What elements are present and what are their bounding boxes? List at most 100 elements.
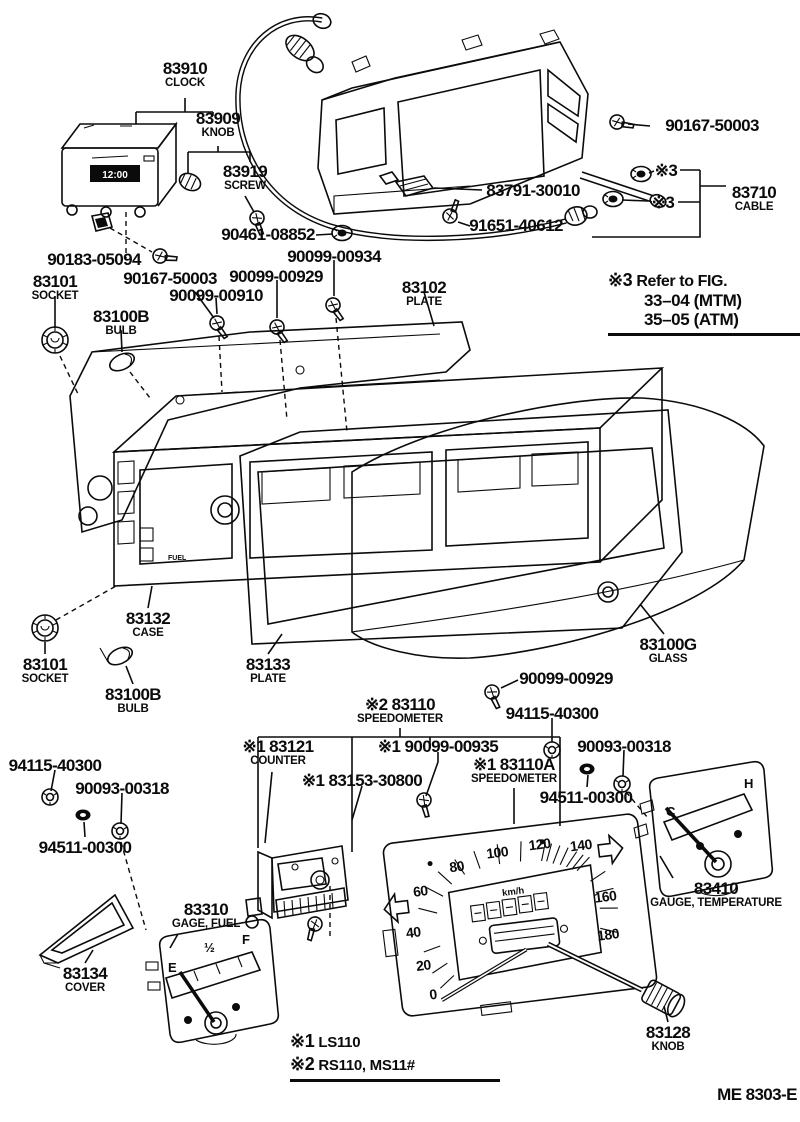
glass-83100g xyxy=(351,397,765,660)
screw-90099-00935-part xyxy=(410,789,441,820)
label-83128-knob-line1: 83128 xyxy=(645,1023,691,1042)
label-90093-00318-r: 90093-00318 xyxy=(577,738,671,756)
label-83909-knob-line2: KNOB xyxy=(201,126,235,139)
label-90099-00910: 90099-00910 xyxy=(169,287,263,305)
label-83909-knob-line1: 83909 xyxy=(195,109,241,128)
variant-line1: LS110 xyxy=(318,1034,361,1051)
dial-ticks xyxy=(418,841,618,989)
fuel-half: ½ xyxy=(204,940,215,955)
label-83102-plate-line2: PLATE xyxy=(406,295,442,308)
ref3-mark: ※3 xyxy=(608,270,633,290)
clock-display: 12:00 xyxy=(102,170,128,181)
dial-number-180: 180 xyxy=(596,925,620,944)
label-83910-clock-line1: 83910 xyxy=(162,59,208,78)
label-90093-00318-l-line1: 90093-00318 xyxy=(75,779,169,798)
dial-number-80: 80 xyxy=(448,857,465,875)
label-90093-00318-r-line1: 90093-00318 xyxy=(577,737,671,756)
label-83102-plate-line1: 83102 xyxy=(401,278,447,297)
bulb-83100b-a-part xyxy=(106,348,138,376)
ref2-mark: ※2 xyxy=(290,1053,315,1074)
label-90183-05094: 90183-05094 xyxy=(47,251,141,269)
label-90167-50003-top-line1: 90167-50003 xyxy=(665,116,759,135)
clock-knob-part xyxy=(178,172,202,192)
label-90093-00318-l: 90093-00318 xyxy=(75,780,169,798)
dial-number-140: 140 xyxy=(569,836,593,855)
label-83101-socket-b-line1: 83101 xyxy=(22,655,68,674)
label-83791-30010: 83791-30010 xyxy=(486,182,580,200)
label-83310-gage-fuel-line2: GAGE, FUEL xyxy=(171,917,241,930)
gasket-plate-83102 xyxy=(69,321,471,534)
label-83410-gauge-temperature-line1: 83410 xyxy=(693,879,739,898)
socket-83101-b-part xyxy=(31,614,59,642)
label-83919-screw-line1: 83919 xyxy=(222,162,268,181)
dial-number-40: 40 xyxy=(405,923,422,941)
label-83134-cover-line1: 83134 xyxy=(62,964,108,983)
label-90099-00934-line1: 90099-00934 xyxy=(287,247,381,266)
label-83153-30800-line1: ※1 83153-30800 xyxy=(301,771,423,790)
label-83133-plate-line1: 83133 xyxy=(245,655,291,674)
cover-83134 xyxy=(38,893,135,969)
label-83100g-glass-line1: 83100G xyxy=(639,635,698,654)
washer-94511-l-part xyxy=(75,809,91,821)
knob-83128 xyxy=(546,941,686,1018)
case-83132: FUEL xyxy=(111,367,665,587)
label-90099-00929-a-line1: 90099-00929 xyxy=(229,267,323,286)
variant-line2: RS110, MS11# xyxy=(318,1056,415,1074)
label-94511-00300-l-line1: 94511-00300 xyxy=(38,838,132,857)
label-90167-50003-top: 90167-50003 xyxy=(665,117,759,135)
label-83410-gauge-temperature-line2: GAUGE, TEMPERATURE xyxy=(650,896,782,909)
label-83910-clock-line2: CLOCK xyxy=(165,76,205,89)
leader-lines xyxy=(44,98,726,1023)
label-83791-30010-line1: 83791-30010 xyxy=(486,181,580,200)
label-83101-socket-a-line1: 83101 xyxy=(32,272,78,291)
dial-number-120: 120 xyxy=(528,835,552,854)
speedometer-unit: km/h xyxy=(501,885,525,899)
label-94115-40300-r: 94115-40300 xyxy=(506,705,599,723)
label-83100b-bulb-a-line2: BULB xyxy=(105,324,137,337)
label-90099-00935-line1: ※1 90099-00935 xyxy=(377,737,499,756)
ref1-mark: ※1 xyxy=(290,1031,315,1051)
fuel-gauge-83310: E ½ F xyxy=(145,918,280,1045)
label-94511-00300-l: 94511-00300 xyxy=(39,839,132,857)
fuel-e: E xyxy=(168,960,177,975)
socket-83101-a-part xyxy=(41,326,69,354)
label-83153-30800: ※1 83153-30800 xyxy=(301,771,423,790)
label-drawing-code-line1: ME 8303-E xyxy=(717,1085,797,1104)
label-83128-knob-line2: KNOB xyxy=(651,1040,685,1053)
cable-upper-connector xyxy=(285,34,324,74)
temperature-gauge-83410: C H xyxy=(633,760,774,898)
label-83110a-speedometer-line2: SPEEDOMETER xyxy=(471,772,557,785)
label-ref3-b: ※3 xyxy=(652,194,675,212)
label-83110-speedometer-line2: SPEEDOMETER xyxy=(357,712,443,725)
variant-note: ※1 LS110 ※2 RS110, MS11# xyxy=(290,1030,500,1082)
screw-90099-00934-part xyxy=(321,294,351,323)
label-83121-counter-line1: ※1 83121 xyxy=(242,737,315,756)
dial-number-20: 20 xyxy=(415,956,432,974)
nut-90093-l-part xyxy=(111,822,129,840)
label-90099-00929-a: 90099-00929 xyxy=(229,268,323,286)
label-90167-50003-b-line1: 90167-50003 xyxy=(123,269,217,288)
speedometer-cable xyxy=(235,12,598,242)
label-83132-case-line2: CASE xyxy=(132,626,164,639)
fig-note-line1: Refer to FIG. xyxy=(636,273,728,290)
label-83110a-speedometer-line1: ※1 83110A xyxy=(473,755,555,774)
label-ref3-b-line1: ※3 xyxy=(651,193,675,212)
label-83100b-bulb-b-line1: 83100B xyxy=(105,685,162,704)
fuel-f: F xyxy=(242,932,250,947)
fig-note-line3: 35–05 (ATM) xyxy=(644,310,739,330)
dial-number-100: 100 xyxy=(485,843,509,862)
label-83121-counter-line2: COUNTER xyxy=(250,754,306,767)
